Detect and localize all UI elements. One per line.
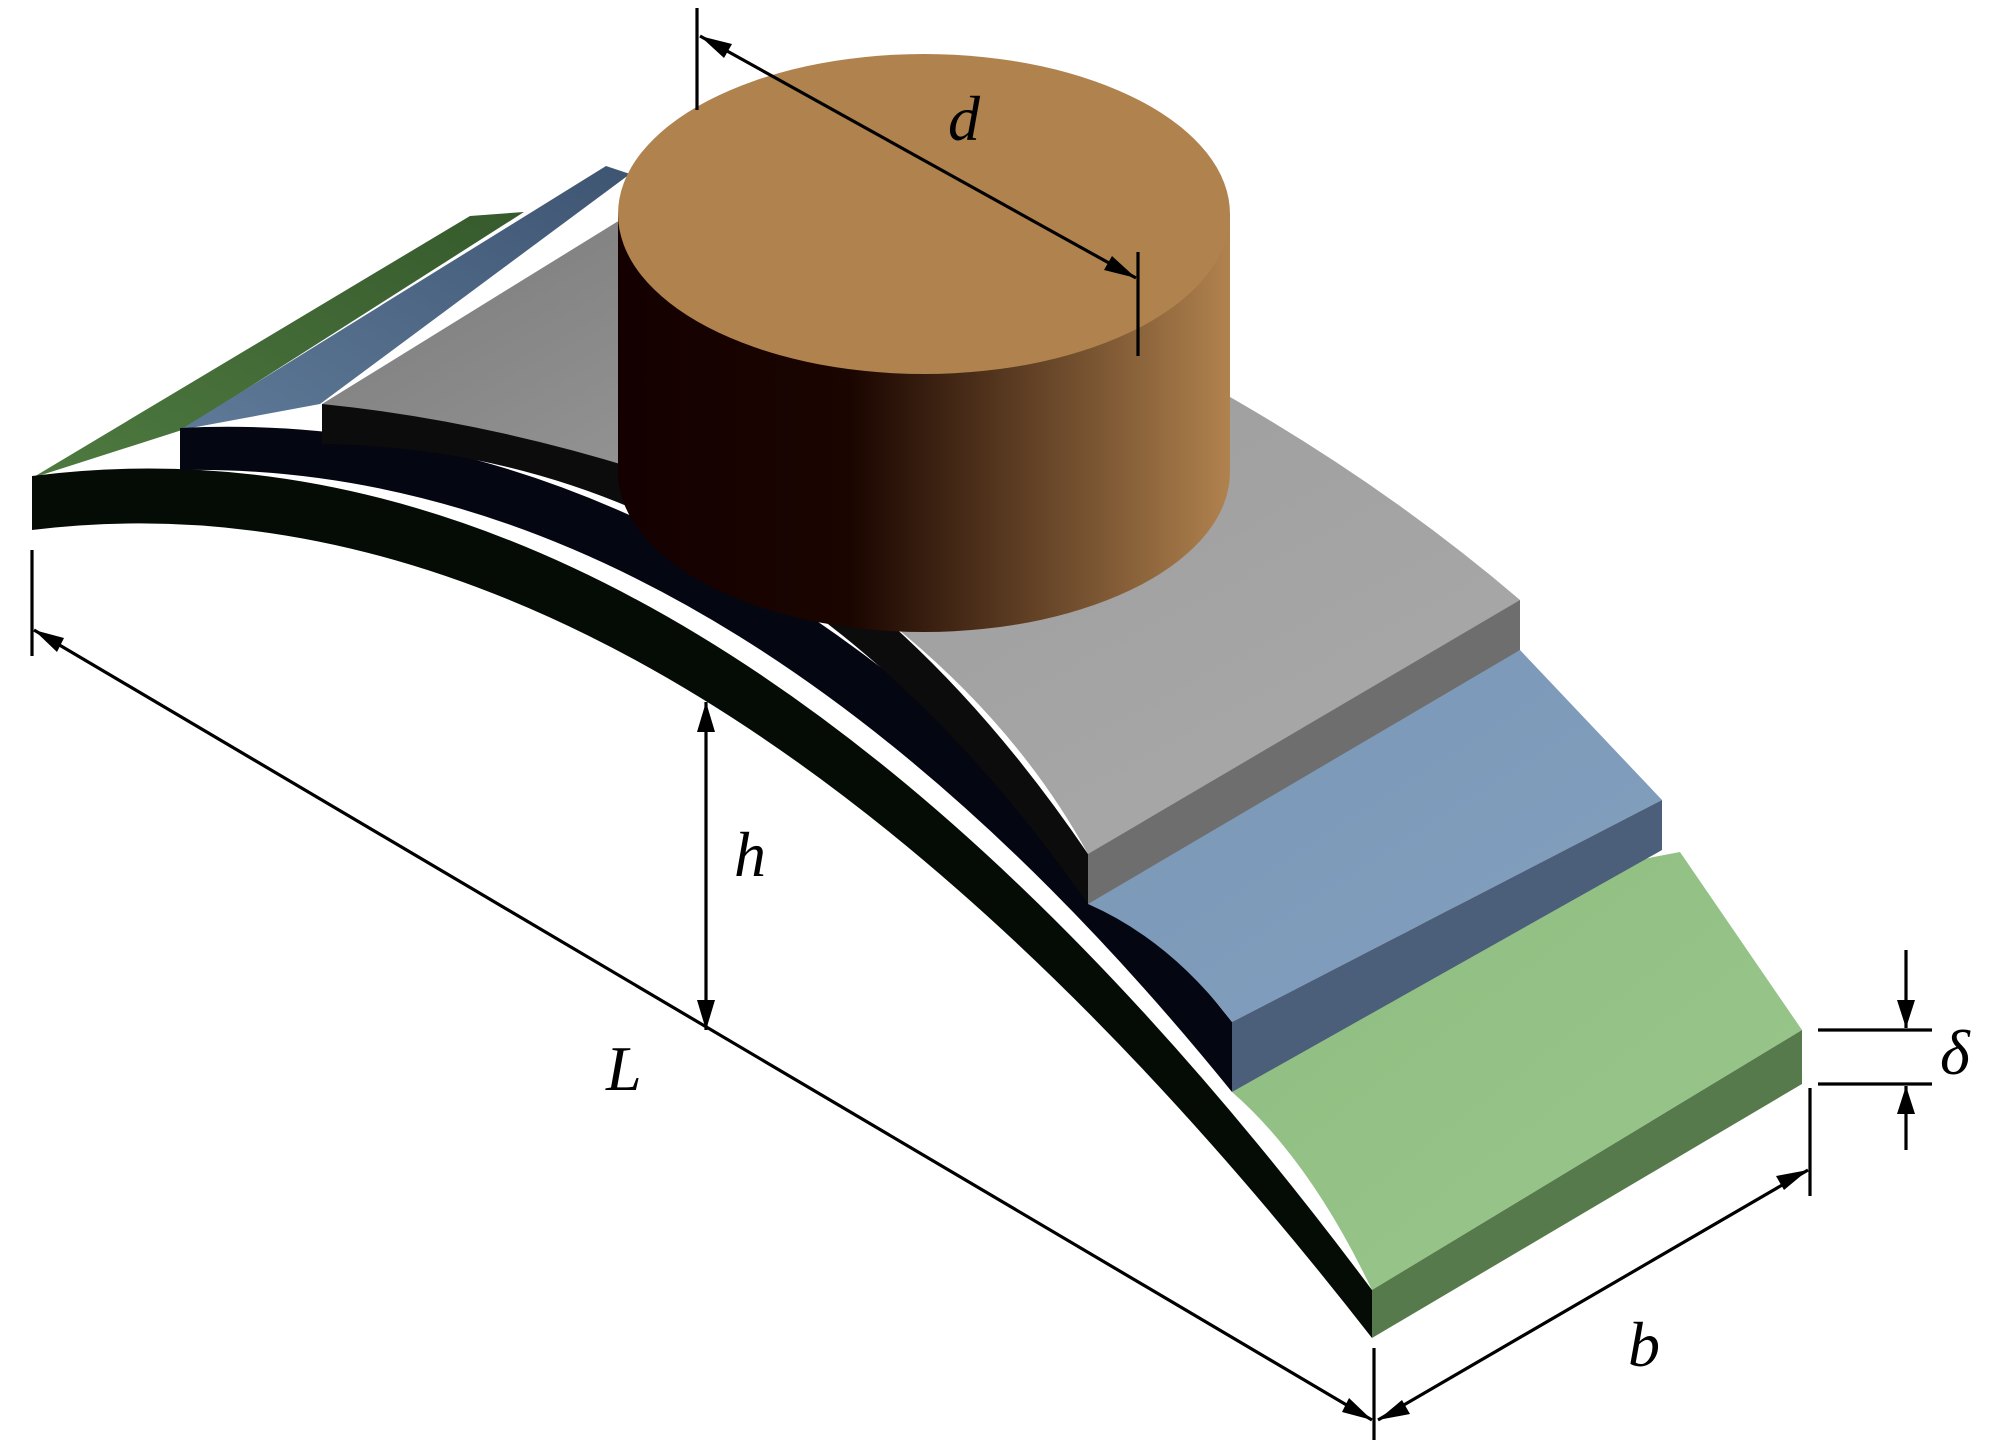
blue-layer (1088, 650, 1662, 1092)
label-b: b (1628, 1309, 1660, 1380)
dimension-L: L (30, 550, 1376, 1440)
blue-layer-back-strip (180, 166, 630, 430)
label-h: h (734, 819, 766, 890)
label-d: d (948, 83, 981, 154)
cylinder-top-face (618, 54, 1230, 374)
dimension-h: h (697, 702, 766, 1030)
label-delta: δ (1940, 1017, 1971, 1088)
green-layer-underside (32, 468, 1372, 1338)
dimension-delta: δ (1818, 950, 1971, 1150)
dimension-b: b (1377, 1088, 1812, 1422)
label-L: L (605, 1033, 642, 1104)
cylinder (618, 54, 1230, 632)
dimension-d: d (695, 8, 1140, 356)
green-layer-back-strip (32, 212, 524, 478)
